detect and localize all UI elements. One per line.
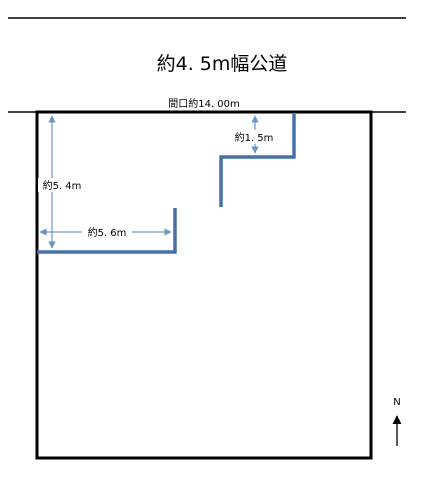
- left-depth-label: 約5. 4m: [43, 179, 82, 192]
- setback-boundary-left: [37, 208, 177, 254]
- notch-depth-label-bg: [230, 130, 278, 144]
- left-width-label-bg: [82, 225, 132, 239]
- left-depth-label-bg: [38, 178, 86, 192]
- notch-depth-label: 約1. 5m: [235, 131, 274, 144]
- setback-boundary-right: [219, 114, 296, 207]
- left-width-label: 約5. 6m: [88, 226, 127, 239]
- lot-outline: [35, 110, 373, 460]
- north-label: N: [393, 397, 400, 408]
- frontage-label: 間口約14. 00m: [168, 97, 240, 110]
- road-label: 約4. 5m幅公道: [157, 53, 288, 75]
